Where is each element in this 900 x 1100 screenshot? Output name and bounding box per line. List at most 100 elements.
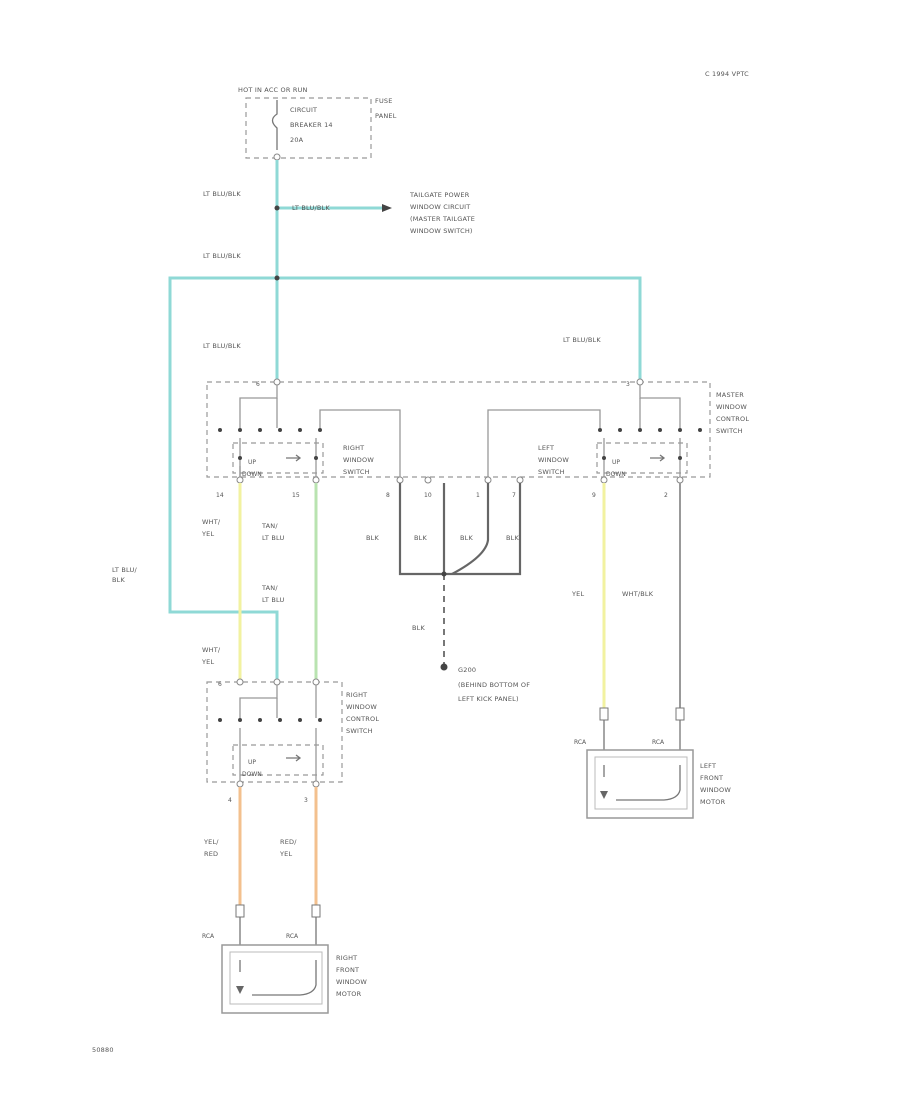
breaker-label-3: 20A [290,136,304,144]
right-control-connectors [236,678,320,788]
wire-label-lt-blu-blk: LT BLU/BLK [292,204,330,212]
switch-contact-icon [218,428,322,460]
tailgate-label-4: WINDOW SWITCH) [410,227,473,235]
rwc-label-1: RIGHT [346,691,367,699]
right-control-contacts [232,685,324,781]
motor-icon [600,765,681,801]
pin-label: 8 [386,492,390,499]
rwc-label-3: CONTROL [346,715,379,723]
pin-label: 2 [664,492,668,499]
left-front-motor-inner [594,756,688,810]
pin-label: 3 [626,381,630,388]
wire-label-blk: BLK [414,534,427,542]
wire-label-blk: BLK [412,624,425,632]
pin-label: 6 [218,681,222,688]
breaker-label-2: BREAKER 14 [290,121,333,129]
pin-label: 15 [292,492,300,499]
arrow-right-icon [286,454,302,462]
tailgate-label-3: (MASTER TAILGATE [410,215,475,223]
down-label: DOWN [606,471,626,478]
wire-label-tan-2: LT BLU [262,534,285,542]
wire-label-red-yel-1: RED/ [280,838,297,846]
wire-label-red-yel-2: YEL [279,850,292,858]
lf-motor-label-1: LEFT [700,762,716,770]
pin-label: 3 [304,797,308,804]
splice-dot [274,205,280,211]
wire-label-lt-blu-blk: LT BLU/BLK [203,190,241,198]
wire-label-blk: BLK [366,534,379,542]
master-switch-box [206,381,711,478]
rf-motor-label-4: MOTOR [336,990,362,998]
master-label-3: CONTROL [716,415,749,423]
master-bottom-connectors [236,476,684,484]
wire-label-tan-1: TAN/ [261,522,278,530]
ground-label-3: LEFT KICK PANEL) [458,695,519,703]
wire-label-yel-red-1: YEL/ [203,838,219,846]
wire-label-lt-blu-left-1: LT BLU/ [112,566,137,574]
pin-label: 10 [424,492,432,499]
ground-label-1: G200 [458,666,476,674]
wire-label-lt-blu-left-2: BLK [112,576,125,584]
up-label: UP [612,459,620,466]
wire-label-tan-1: TAN/ [261,584,278,592]
wire-label-lt-blu-blk: LT BLU/BLK [203,342,241,350]
left-front-motor-box [586,749,694,819]
right-front-motor-inner [229,951,323,1005]
wire-label-lt-blu-blk: LT BLU/BLK [563,336,601,344]
tailgate-label-2: WINDOW CIRCUIT [410,203,470,211]
switch-contact-icon [598,428,702,460]
right-window-label-3: SWITCH [343,468,370,476]
wire-label-wht-yel-2: YEL [201,530,214,538]
splice-dot [274,275,280,281]
ground-icon [440,663,448,671]
lf-motor-label-3: WINDOW [700,786,731,794]
rca-label: RCA [286,933,299,940]
fuse-panel-label-1: FUSE [375,97,393,105]
rca-label: RCA [202,933,215,940]
arrow-right-icon [382,204,392,212]
tailgate-label-1: TAILGATE POWER [409,191,470,199]
motor-icon [236,960,317,996]
circuit-breaker-icon [271,100,281,161]
lt-blu-feed-wires [168,160,642,680]
rca-connector-icon [599,707,685,750]
arrow-right-icon [650,454,666,462]
right-window-switch-contacts [232,385,401,478]
connector-pin [273,378,281,386]
right-window-label-2: WINDOW [343,456,374,464]
master-label-2: WINDOW [716,403,747,411]
pin-label: 9 [592,492,596,499]
ground-label-2: (BEHIND BOTTOM OF [458,681,530,689]
left-window-label-2: WINDOW [538,456,569,464]
arrow-right-icon [286,754,302,762]
figure-ref: 50880 [92,1046,114,1054]
right-window-control-switch-box [206,681,343,783]
switch-contact-icon [218,718,322,722]
right-front-motor-box [221,944,329,1014]
diagram-code: C 1994 VPTC [705,70,749,78]
left-window-switch-contacts [487,385,688,478]
wire-label-lt-blu-blk: LT BLU/BLK [203,252,241,260]
pin-label: 1 [476,492,480,499]
rf-motor-label-2: FRONT [336,966,359,974]
wire-label-yel-red-2: RED [204,850,218,858]
rca-label: RCA [574,739,587,746]
rf-motor-label-3: WINDOW [336,978,367,986]
breaker-label-1: CIRCUIT [290,106,317,114]
lf-motor-label-2: FRONT [700,774,723,782]
master-label-1: MASTER [716,391,744,399]
up-label: UP [248,459,256,466]
wire-label-wht-yel-1: WHT/ [202,646,221,654]
down-label: DOWN [242,471,262,478]
wire-label-yel: YEL [571,590,584,598]
up-label: UP [248,759,256,766]
wire-label-wht-yel-2: YEL [201,658,214,666]
hot-in-label: HOT IN ACC OR RUN [238,86,308,94]
pin-label: 7 [512,492,516,499]
pin-label: 6 [256,381,260,388]
lf-motor-label-4: MOTOR [700,798,726,806]
wire-label-wht-yel-1: WHT/ [202,518,221,526]
pin-label: 14 [216,492,224,499]
wire-label-blk: BLK [460,534,473,542]
